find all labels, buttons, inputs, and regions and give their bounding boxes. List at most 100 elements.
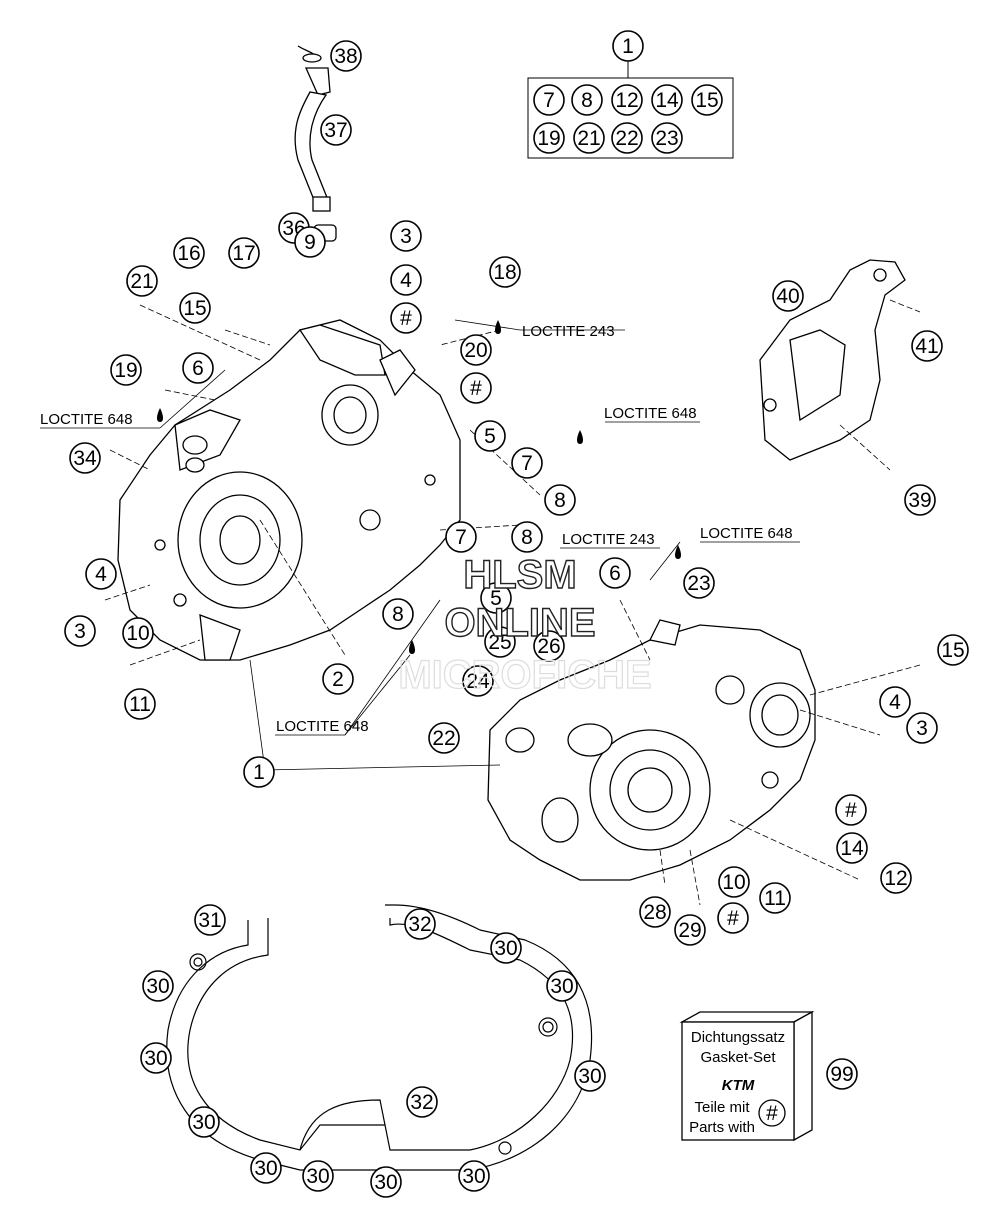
callout-circle xyxy=(188,1106,220,1138)
callout-circle xyxy=(194,904,226,936)
callout-circle xyxy=(718,866,750,898)
callout-number: 19 xyxy=(114,359,137,382)
callout-c8c: 8 xyxy=(382,598,414,630)
callout-circle xyxy=(445,521,477,553)
callout-c5a: 5 xyxy=(474,420,506,452)
callout-number: 28 xyxy=(643,901,666,924)
callout-circle xyxy=(533,630,565,662)
callout-c30g: 30 xyxy=(250,1152,282,1184)
watermark-line3: MICROFICHE xyxy=(398,653,651,697)
callout-c22: 22 xyxy=(428,722,460,754)
kit-frame xyxy=(527,60,734,159)
callout-c99: 99 xyxy=(826,1058,858,1090)
gasket-badge: # xyxy=(766,1102,778,1125)
callout-number: 1 xyxy=(622,35,634,58)
callout-circle xyxy=(533,84,565,116)
callout-number: 5 xyxy=(490,587,502,610)
callout-chash3: # xyxy=(835,794,867,826)
callout-circle xyxy=(612,30,644,62)
callout-circle xyxy=(173,237,205,269)
callout-c11b: 11 xyxy=(759,882,791,914)
callout-c14: 14 xyxy=(836,832,868,864)
callout-number: 38 xyxy=(334,45,357,68)
callout-c30a: 30 xyxy=(490,932,522,964)
callout-number: 30 xyxy=(192,1111,215,1134)
callout-circle xyxy=(243,756,275,788)
callout-c10a: 10 xyxy=(122,617,154,649)
callout-circle xyxy=(428,722,460,754)
callout-number: 23 xyxy=(687,572,710,595)
callout-c22k: 22 xyxy=(611,122,643,154)
callout-c6b: 6 xyxy=(599,557,631,589)
callout-number: # xyxy=(845,799,857,822)
callout-c18: 18 xyxy=(489,256,521,288)
callout-circle xyxy=(320,114,352,146)
callout-c3b: 3 xyxy=(64,615,96,647)
callout-c21: 21 xyxy=(126,265,158,297)
callout-circle xyxy=(571,84,603,116)
callout-c24: 24 xyxy=(462,665,494,697)
callout-number: 12 xyxy=(615,89,638,112)
callout-c37: 37 xyxy=(320,114,352,146)
callout-number: 30 xyxy=(494,937,517,960)
callout-number: 22 xyxy=(432,727,455,750)
callout-circle xyxy=(691,84,723,116)
callout-number: 4 xyxy=(889,691,901,714)
loctite-label: LOCTITE 648 xyxy=(700,525,793,542)
callout-c30c: 30 xyxy=(142,970,174,1002)
callout-number: 24 xyxy=(466,670,490,693)
callout-circle xyxy=(122,617,154,649)
callout-c14k: 14 xyxy=(651,84,683,116)
callout-circle xyxy=(639,896,671,928)
callout-c8b: 8 xyxy=(511,521,543,553)
loctite-drop xyxy=(495,320,501,334)
callout-number: 20 xyxy=(464,339,487,362)
callout-c7b: 7 xyxy=(445,521,477,553)
callout-number: 4 xyxy=(400,269,412,292)
callout-number: 40 xyxy=(776,285,799,308)
callout-circle xyxy=(826,1058,858,1090)
callout-circle xyxy=(182,352,214,384)
callout-circle xyxy=(511,521,543,553)
loctite-label: LOCTITE 243 xyxy=(562,531,655,548)
callout-number: 14 xyxy=(840,837,864,860)
callout-number: 3 xyxy=(400,225,412,248)
callout-number: 5 xyxy=(484,425,496,448)
callout-c12: 12 xyxy=(880,862,912,894)
callout-circle xyxy=(474,420,506,452)
callout-c3c: 3 xyxy=(906,712,938,744)
callout-circle xyxy=(69,442,101,474)
callout-circle xyxy=(574,1060,606,1092)
callout-number: 26 xyxy=(537,635,560,658)
loctite-drops xyxy=(157,320,681,654)
callout-number: 8 xyxy=(554,489,566,512)
callout-c7a: 7 xyxy=(511,447,543,479)
callout-circle xyxy=(759,882,791,914)
callout-circle xyxy=(140,1042,172,1074)
callout-number: 34 xyxy=(73,447,97,470)
callout-number: 32 xyxy=(408,913,431,936)
callout-number: # xyxy=(727,907,739,930)
callout-c30h: 30 xyxy=(302,1160,334,1192)
callout-c1a: 1 xyxy=(612,30,644,62)
callout-number: 30 xyxy=(550,975,573,998)
callout-circle xyxy=(390,264,422,296)
callout-circle xyxy=(611,122,643,154)
callout-circle xyxy=(370,1166,402,1198)
callout-number: 15 xyxy=(941,639,964,662)
gasket-box-line3: Teile mit xyxy=(694,1099,750,1116)
callout-number: 15 xyxy=(183,297,206,320)
callout-circle xyxy=(460,334,492,366)
callout-c7k: 7 xyxy=(533,84,565,116)
ktm-logo: KTM xyxy=(722,1077,755,1094)
leader-lines xyxy=(40,299,921,906)
callout-circle xyxy=(390,220,422,252)
callout-c4c: 4 xyxy=(879,686,911,718)
callout-circle xyxy=(599,557,631,589)
callout-c20: 20 xyxy=(460,334,492,366)
callout-number: 11 xyxy=(129,693,151,716)
callout-number: 4 xyxy=(95,563,107,586)
loctite-drop xyxy=(409,640,415,654)
callout-circle xyxy=(489,256,521,288)
